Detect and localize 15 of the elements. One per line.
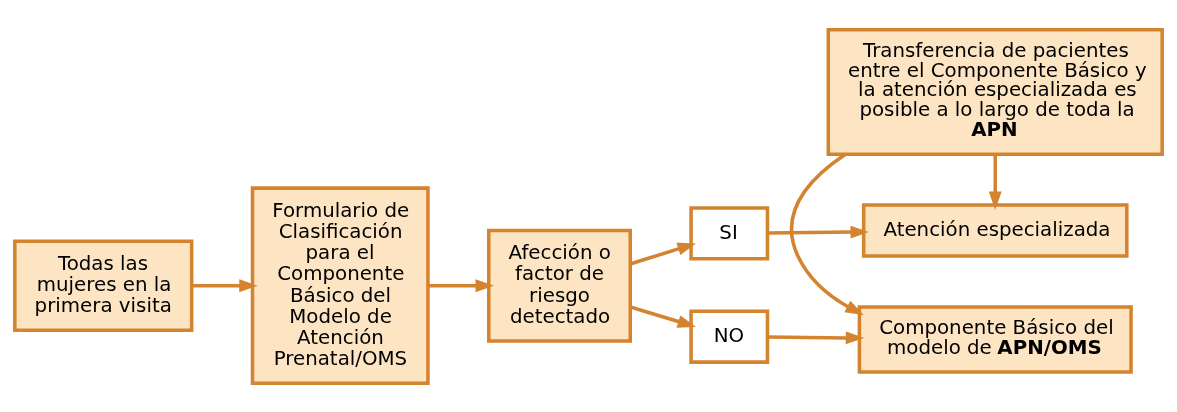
node-box: Todas las mujeres en la primera visita [13,238,194,332]
node-box: Formulario de Clasificación para el Componente Básico del Modelo de Atención Prenatal/OMS [250,185,430,385]
arrow [767,225,869,239]
arrow [191,278,258,292]
node-box: SI [689,205,770,261]
node-box: Atención especializada [861,202,1129,258]
arrow [767,330,865,344]
arrow [428,278,494,292]
node-box: Componente Básico del modelo de APN/OMS [857,304,1133,374]
node-box: Afección o factor de riesgo detectado [487,228,632,343]
arrow [629,304,696,328]
arrow [988,153,1002,210]
arrow [629,242,696,266]
node-box: NO [689,308,770,364]
node-box: Transferencia de pacientes entre el Componente Básico y la atención especializada es posible a lo largo de toda la APN [826,27,1164,156]
